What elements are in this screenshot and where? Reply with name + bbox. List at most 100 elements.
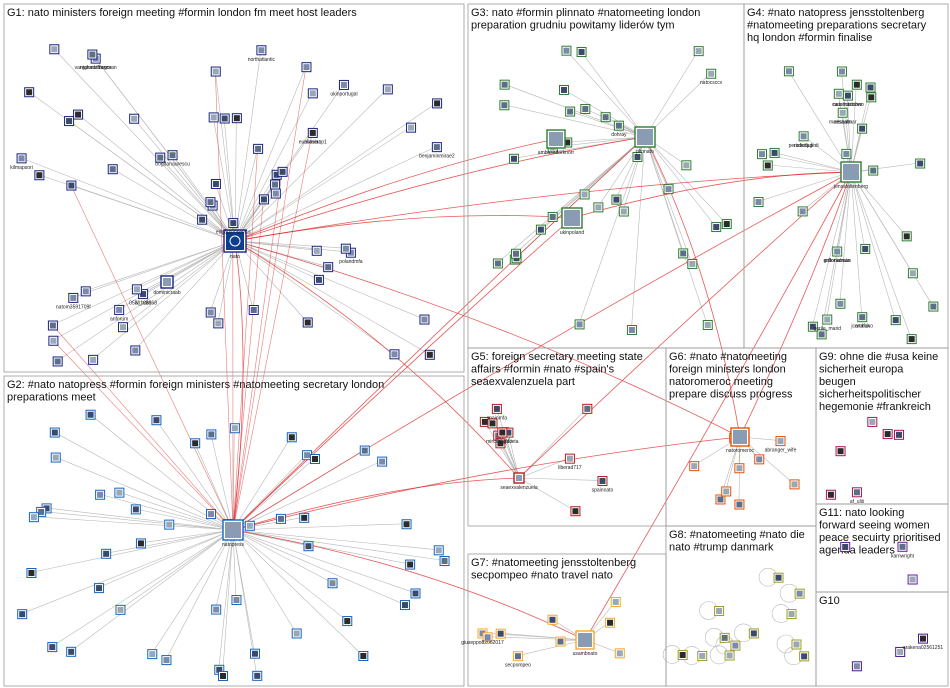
graph-node[interactable] — [135, 538, 146, 549]
graph-node[interactable] — [400, 600, 411, 611]
graph-node[interactable] — [327, 578, 338, 589]
graph-node[interactable] — [508, 153, 519, 164]
graph-node[interactable] — [197, 214, 208, 225]
graph-node[interactable] — [131, 284, 142, 295]
graph-node[interactable] — [681, 160, 692, 171]
graph-node[interactable] — [576, 47, 587, 58]
graph-node[interactable] — [773, 572, 784, 583]
graph-node[interactable] — [307, 88, 318, 99]
graph-node[interactable] — [559, 84, 570, 95]
graph-node[interactable] — [901, 231, 912, 242]
graph-node[interactable] — [570, 506, 581, 517]
graph-node[interactable] — [359, 445, 370, 456]
graph-node[interactable] — [791, 639, 802, 650]
graph-node[interactable] — [499, 79, 510, 90]
graph-node[interactable] — [565, 106, 576, 117]
graph-node[interactable] — [164, 519, 175, 530]
graph-node[interactable] — [711, 222, 722, 233]
graph-node[interactable] — [252, 670, 263, 681]
graph-node[interactable] — [210, 178, 221, 189]
graph-node[interactable] — [256, 45, 267, 56]
graph-node[interactable] — [757, 149, 768, 160]
graph-node[interactable] — [564, 453, 575, 464]
graph-node[interactable] — [610, 596, 621, 607]
graph-node[interactable] — [754, 454, 765, 465]
graph-node[interactable] — [730, 640, 741, 651]
graph-node[interactable] — [206, 429, 217, 440]
graph-node[interactable] — [155, 152, 166, 163]
graph-node[interactable] — [495, 628, 506, 639]
graph-node[interactable] — [231, 113, 242, 124]
graph-node[interactable] — [64, 116, 75, 127]
graph-node[interactable] — [439, 556, 450, 567]
graph-node[interactable] — [495, 438, 506, 449]
graph-node[interactable] — [114, 487, 125, 498]
graph-node[interactable] — [632, 152, 643, 163]
graph-node[interactable] — [299, 512, 310, 523]
graph-node[interactable] — [687, 258, 698, 269]
graph-node[interactable] — [783, 66, 794, 77]
graph-node[interactable] — [789, 479, 800, 490]
graph-node[interactable] — [286, 432, 297, 443]
graph-node[interactable] — [48, 335, 59, 346]
graph-node[interactable] — [677, 649, 688, 660]
hub-node-jensstoltenberg[interactable] — [840, 161, 862, 183]
graph-node[interactable] — [244, 520, 255, 531]
graph-node[interactable] — [229, 423, 240, 434]
graph-node[interactable] — [841, 148, 852, 159]
graph-node[interactable] — [270, 188, 281, 199]
graph-node[interactable] — [115, 604, 126, 615]
graph-node[interactable] — [389, 349, 400, 360]
graph-node[interactable] — [907, 574, 918, 585]
graph-node[interactable] — [555, 636, 566, 647]
graph-node[interactable] — [851, 79, 862, 90]
graph-node[interactable] — [309, 454, 320, 465]
graph-node[interactable] — [301, 62, 312, 73]
graph-node[interactable] — [794, 588, 805, 599]
graph-node[interactable] — [857, 312, 868, 323]
graph-node[interactable] — [851, 661, 862, 672]
graph-node[interactable] — [491, 403, 502, 414]
graph-node[interactable] — [487, 418, 498, 429]
graph-node[interactable] — [798, 131, 809, 142]
graph-node[interactable] — [753, 197, 764, 208]
graph-node[interactable] — [94, 583, 105, 594]
graph-node[interactable] — [26, 568, 37, 579]
graph-node[interactable] — [580, 104, 591, 115]
graph-node[interactable] — [17, 609, 28, 620]
graph-node[interactable] — [579, 189, 590, 200]
graph-node[interactable] — [68, 292, 79, 303]
graph-node[interactable] — [547, 211, 558, 222]
graph-node[interactable] — [311, 245, 322, 256]
graph-node[interactable] — [114, 304, 125, 315]
graph-node[interactable] — [611, 194, 622, 205]
graph-node[interactable] — [721, 219, 732, 230]
graph-node[interactable] — [405, 559, 416, 570]
graph-node[interactable] — [561, 45, 572, 56]
graph-node[interactable] — [890, 315, 901, 326]
graph-node[interactable] — [851, 487, 862, 498]
graph-node[interactable] — [835, 446, 846, 457]
hub-node-seaexvalenzuela[interactable] — [513, 472, 525, 484]
graph-node[interactable] — [211, 604, 222, 615]
graph-node[interactable] — [547, 614, 558, 625]
graph-node[interactable] — [492, 258, 503, 269]
graph-node[interactable] — [762, 160, 773, 171]
graph-node[interactable] — [816, 329, 827, 340]
graph-node[interactable] — [340, 243, 351, 254]
graph-node[interactable] — [66, 180, 77, 191]
graph-node[interactable] — [52, 356, 63, 367]
graph-node[interactable] — [893, 429, 904, 440]
hub-node-dominicraab[interactable] — [160, 275, 174, 289]
graph-node[interactable] — [663, 184, 674, 195]
graph-node[interactable] — [497, 427, 508, 438]
graph-node[interactable] — [769, 147, 780, 158]
hub-node-natopress[interactable] — [222, 519, 244, 541]
graph-node[interactable] — [313, 274, 324, 285]
hub-node-natoromeroc[interactable] — [730, 427, 750, 447]
graph-node[interactable] — [24, 87, 35, 98]
graph-node[interactable] — [799, 651, 810, 662]
graph-node[interactable] — [748, 628, 759, 639]
graph-node[interactable] — [431, 142, 442, 153]
graph-node[interactable] — [915, 158, 926, 169]
